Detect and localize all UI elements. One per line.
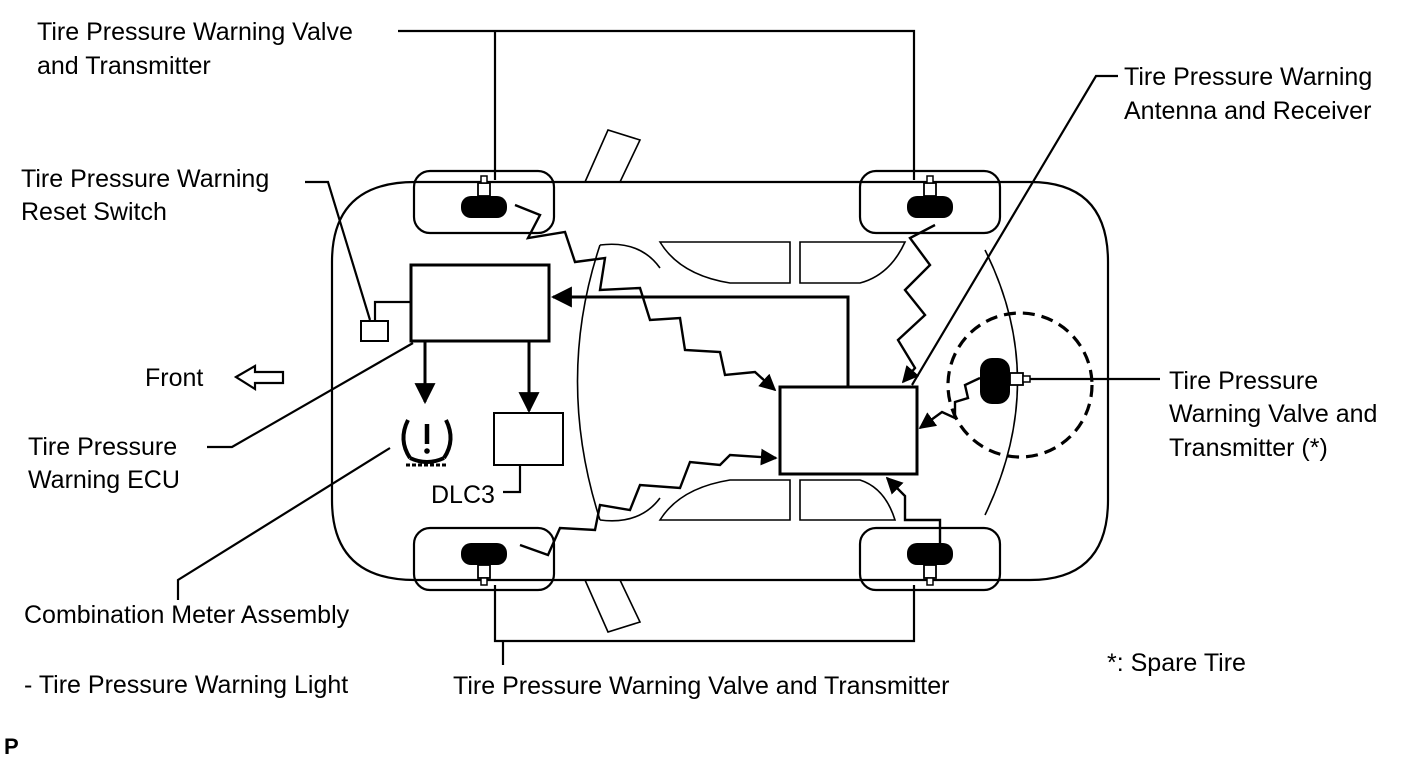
tire-pressure-warning-ecu bbox=[409, 263, 551, 343]
label-meter: Combination Meter Assembly bbox=[24, 601, 350, 629]
front-pillar-top bbox=[584, 129, 642, 183]
cabin-left-curve bbox=[576, 244, 601, 521]
dlc3-connector bbox=[493, 412, 564, 466]
label-spare-line3: Transmitter (*) bbox=[1169, 434, 1328, 462]
label-spare-line2: Warning Valve and bbox=[1169, 400, 1377, 428]
label-reset-line2: Reset Switch bbox=[21, 198, 167, 226]
label-footnote: *: Spare Tire bbox=[1107, 649, 1246, 677]
label-dlc3: DLC3 bbox=[431, 481, 495, 509]
signal-fl-to-receiver bbox=[514, 203, 777, 392]
reset-switch bbox=[360, 320, 389, 342]
leader-reset-switch bbox=[305, 180, 372, 321]
leader-antenna bbox=[911, 74, 1118, 386]
tire-valve-icon bbox=[461, 175, 507, 218]
signal-fr-to-receiver bbox=[519, 448, 778, 557]
leader-dlc3 bbox=[503, 466, 522, 494]
tire-valve-icon bbox=[461, 543, 507, 586]
front-pillar-bottom bbox=[584, 579, 642, 633]
reset-switch-wire bbox=[373, 300, 411, 321]
label-reset-line1: Tire Pressure Warning bbox=[21, 165, 269, 193]
leader-valve-bottom bbox=[493, 585, 916, 643]
corner-mark: P bbox=[4, 734, 19, 759]
signal-rr-to-receiver bbox=[885, 476, 942, 545]
label-antenna-line2: Antenna and Receiver bbox=[1124, 97, 1371, 125]
antenna-and-receiver bbox=[778, 385, 919, 476]
label-front: Front bbox=[145, 364, 203, 392]
label-valve-bottom: Tire Pressure Warning Valve and Transmit… bbox=[453, 672, 949, 700]
label-valve-top-line2: and Transmitter bbox=[37, 52, 211, 80]
leader-ecu bbox=[207, 342, 414, 449]
dash-arc-top bbox=[599, 243, 661, 269]
wheel-rear-left bbox=[858, 169, 1002, 235]
seat-top-right bbox=[799, 241, 907, 284]
spare-tire bbox=[946, 311, 1094, 459]
label-ecu-line2: Warning ECU bbox=[28, 466, 180, 494]
label-valve-top-line1: Tire Pressure Warning Valve bbox=[37, 18, 353, 46]
receiver-to-ecu-arrow bbox=[550, 286, 850, 387]
leader-meter bbox=[176, 447, 391, 600]
seat-bottom-left bbox=[658, 479, 791, 521]
signal-rl-to-receiver bbox=[896, 223, 936, 384]
seat-top-left bbox=[658, 241, 791, 284]
tire-valve-icon bbox=[907, 543, 953, 586]
tire-valve-icon bbox=[907, 175, 953, 218]
seat-bottom-right bbox=[799, 479, 897, 521]
signal-spare-to-receiver bbox=[918, 376, 981, 429]
wheel-front-right bbox=[412, 526, 556, 592]
wheel-rear-right bbox=[858, 526, 1002, 592]
tpms-warning-icon bbox=[401, 419, 453, 467]
label-spare-line1: Tire Pressure bbox=[1169, 367, 1318, 395]
label-warning-light: - Tire Pressure Warning Light bbox=[24, 671, 348, 699]
front-arrow-icon bbox=[233, 364, 285, 391]
dash-arc-bottom bbox=[599, 497, 661, 522]
wheel-front-left bbox=[412, 169, 556, 235]
label-antenna-line1: Tire Pressure Warning bbox=[1124, 63, 1372, 91]
leader-valve-top bbox=[398, 29, 916, 180]
label-ecu-line1: Tire Pressure bbox=[28, 433, 177, 461]
